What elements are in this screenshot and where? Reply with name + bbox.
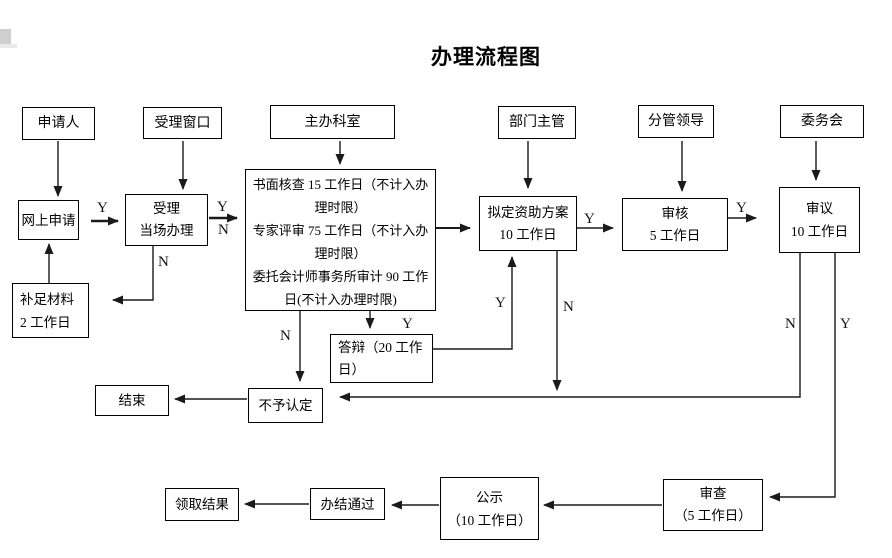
edge-deliberation-no-to-notapproved (339, 253, 801, 402)
node-review-details: 书面核查 15 工作日（不计入办理时限） 专家评审 75 工作日（不计入办理时限… (245, 169, 436, 311)
screen-artifact-strip (0, 44, 17, 48)
label-accept-main-y: Y (217, 199, 228, 215)
node-dept-supervisor: 部门主管 (498, 106, 576, 139)
label-accept-no-n: N (158, 254, 169, 270)
node-acceptance-window: 受理窗口 (143, 107, 222, 139)
label-main-yes-y: Y (402, 316, 413, 332)
node-leader-in-charge: 分管领导 (638, 105, 714, 138)
label-plan-audit-y: Y (584, 211, 595, 227)
node-defense: 答辩（20 工作日） (330, 334, 433, 383)
label-plan-no-n: N (563, 299, 574, 315)
edge-deliberation-yes-to-examination (769, 253, 836, 502)
node-main-office: 主办科室 (270, 105, 395, 139)
node-acceptance: 受理 当场办理 (125, 194, 208, 246)
node-examination: 审查 （5 工作日） (663, 479, 763, 531)
node-draft-plan: 拟定资助方案 10 工作日 (479, 196, 577, 251)
node-committee: 委务会 (780, 105, 864, 138)
screen-artifact (0, 29, 11, 44)
label-main-no-n: N (280, 328, 291, 344)
node-audit: 审核 5 工作日 (622, 198, 728, 251)
label-deliberation-no-n: N (785, 316, 796, 332)
label-accept-main-n: N (218, 222, 229, 238)
node-supplement: 补足材料 2 工作日 (12, 283, 89, 338)
edge-defense-to-plan (433, 256, 517, 350)
node-not-approved: 不予认定 (248, 388, 323, 423)
label-audit-deliberation-y: Y (736, 200, 747, 216)
node-online-application: 网上申请 (18, 200, 79, 240)
node-end: 结束 (95, 385, 169, 416)
node-public-notice: 公示 （10 工作日） (440, 477, 539, 540)
edge-accept-no-back (112, 246, 154, 305)
node-completed: 办结通过 (310, 488, 385, 520)
node-deliberation: 审议 10 工作日 (779, 187, 860, 253)
node-receive-result: 领取结果 (165, 488, 239, 521)
label-deliberation-yes-y: Y (840, 316, 851, 332)
node-applicant: 申请人 (22, 107, 95, 140)
label-online-accept-y: Y (97, 200, 108, 216)
page-title: 办理流程图 (431, 45, 541, 69)
label-defense-plan-y: Y (495, 295, 506, 311)
